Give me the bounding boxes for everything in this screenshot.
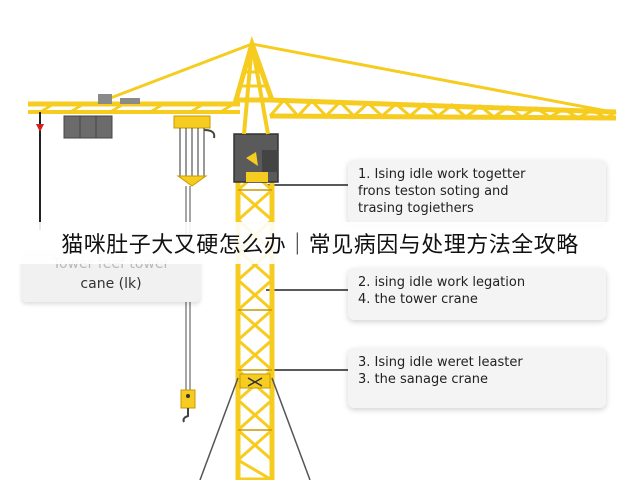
counter-jib (28, 94, 240, 114)
headline-overlay: 猫咪肚子大又硬怎么办｜常见病因与处理方法全攻略 (61, 233, 579, 258)
trolley-hoist (173, 115, 216, 187)
callout-1-line-1: 1. Ising idle work togetter (358, 167, 526, 182)
callout-1-line-2: frons teston soting and (358, 184, 509, 199)
callout-box-1: 1. Ising idle work togetter frons teston… (348, 160, 606, 224)
callout-box-2: 2. ising idle work legation 4. the tower… (348, 268, 606, 320)
callout-3-line-2: 3. the sanage crane (358, 372, 489, 387)
callout-3-line-1: 3. Ising idle weret leaster (358, 355, 523, 370)
headline-band (0, 222, 640, 264)
climbing-collar (239, 373, 271, 389)
ground-guy-lines (199, 377, 311, 480)
callout-2-line-1: 2. ising idle work legation (358, 275, 526, 290)
crane-mast (235, 137, 275, 480)
left-label-line-2: cane (lk) (80, 276, 142, 292)
left-cable (36, 112, 44, 230)
jib-tie-cable (251, 42, 613, 114)
main-jib (268, 97, 617, 121)
callout-1-line-3: trasing togiethers (358, 201, 474, 216)
crane-apex (232, 35, 276, 135)
callout-box-3: 3. Ising idle weret leaster 3. the sanag… (348, 348, 606, 408)
operator-cab (233, 133, 279, 183)
counter-jib-tie-cable (99, 42, 253, 104)
callout-2-line-2: 4. the tower crane (358, 292, 478, 307)
counterweight-blocks (63, 115, 113, 139)
